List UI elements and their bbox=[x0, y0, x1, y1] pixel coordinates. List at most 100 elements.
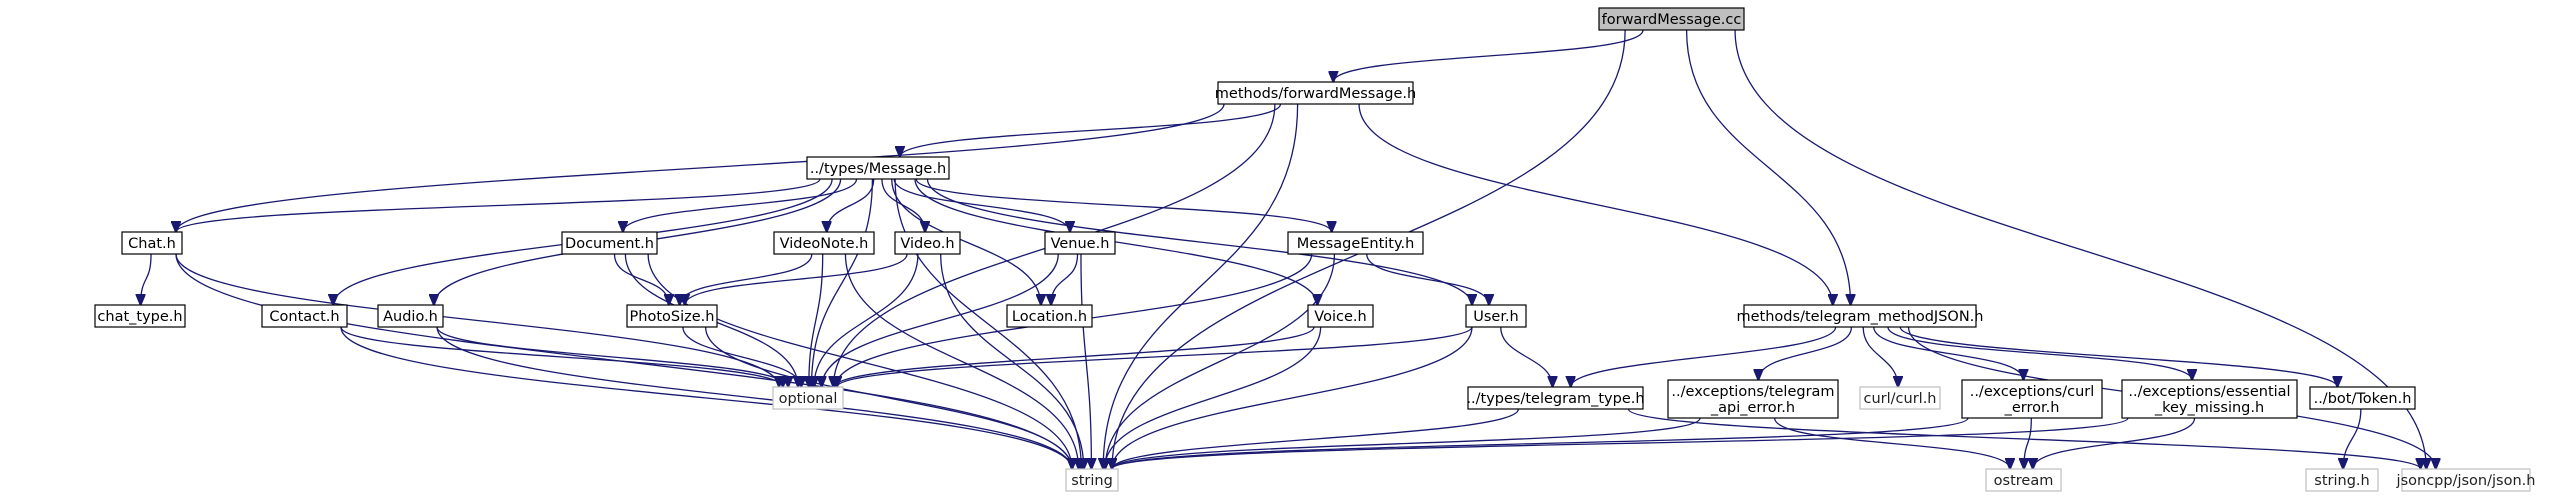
node-voice[interactable]: Voice.h bbox=[1307, 304, 1374, 328]
edge-root-to-methods_fwd bbox=[1333, 29, 1644, 82]
node-box bbox=[1006, 304, 1093, 328]
node-chat-type[interactable]: chat_type.h bbox=[94, 304, 186, 328]
node-root[interactable]: forwardMessage.cc bbox=[1598, 7, 1745, 31]
node-label: _key_missing.h bbox=[2154, 400, 2264, 416]
edge-contact-to-string bbox=[340, 326, 1072, 469]
node-exc-key[interactable]: ../exceptions/essential_key_missing.h bbox=[2121, 379, 2298, 419]
node-box bbox=[2401, 468, 2531, 492]
node-box bbox=[806, 156, 950, 180]
node-audio[interactable]: Audio.h bbox=[377, 304, 444, 328]
node-label: MessageEntity.h bbox=[1297, 236, 1415, 252]
edge-video-to-optional bbox=[814, 253, 919, 387]
node-label: ostream bbox=[1994, 473, 2054, 489]
node-box bbox=[773, 231, 875, 255]
node-box bbox=[626, 304, 718, 328]
node-video[interactable]: Video.h bbox=[894, 231, 961, 255]
node-label: curl/curl.h bbox=[1864, 391, 1937, 407]
node-location[interactable]: Location.h bbox=[1006, 304, 1093, 328]
edge-message-to-msgentity bbox=[915, 178, 1331, 232]
node-box bbox=[772, 386, 844, 410]
node-tm-json[interactable]: methods/telegram_methodJSON.h bbox=[1737, 304, 1984, 328]
node-chat[interactable]: Chat.h bbox=[121, 231, 183, 255]
node-tg-type[interactable]: ../types/telegram_type.h bbox=[1466, 386, 1645, 410]
node-token[interactable]: ../bot/Token.h bbox=[2309, 386, 2416, 410]
node-box bbox=[2309, 386, 2416, 410]
node-string: string bbox=[1065, 468, 1119, 492]
node-box bbox=[2305, 468, 2379, 492]
edge-document-to-string bbox=[647, 253, 1072, 469]
node-user[interactable]: User.h bbox=[1465, 304, 1527, 328]
edge-message-to-optional bbox=[812, 178, 874, 387]
edge-voice-to-optional bbox=[835, 326, 1315, 387]
edge-tm_json-to-exc_key bbox=[1887, 326, 2192, 380]
edge-chat-to-chat_type bbox=[141, 253, 152, 305]
edge-document-to-photosize bbox=[613, 253, 669, 305]
node-label: ../exceptions/curl bbox=[1970, 384, 2095, 400]
edge-message-to-chat bbox=[176, 178, 821, 232]
node-optional: optional bbox=[772, 386, 844, 410]
edge-contact-to-optional bbox=[340, 326, 783, 387]
node-box bbox=[121, 231, 183, 255]
edge-exc_curl-to-string bbox=[1112, 417, 1969, 469]
edge-message-to-location bbox=[891, 178, 1041, 305]
edge-methods_fwd-to-string bbox=[1103, 103, 1299, 469]
node-exc-api[interactable]: ../exceptions/telegram_api_error.h bbox=[1667, 379, 1839, 419]
node-box bbox=[1287, 231, 1424, 255]
edge-audio-to-optional bbox=[436, 326, 788, 387]
edge-methods_fwd-to-chat bbox=[176, 103, 1225, 232]
node-label: PhotoSize.h bbox=[630, 309, 715, 325]
node-label: Audio.h bbox=[383, 309, 438, 325]
node-label: User.h bbox=[1473, 309, 1519, 325]
edge-message-to-voice bbox=[914, 178, 1317, 305]
edge-message-to-videonote bbox=[827, 178, 875, 232]
node-exc-curl[interactable]: ../exceptions/curl_error.h bbox=[1961, 379, 2103, 419]
edge-tm_json-to-token bbox=[1899, 326, 2337, 387]
node-photosize[interactable]: PhotoSize.h bbox=[626, 304, 718, 328]
edge-chat-to-optional bbox=[175, 253, 779, 387]
node-label: methods/forwardMessage.h bbox=[1215, 86, 1416, 102]
node-label: ../types/telegram_type.h bbox=[1466, 391, 1644, 407]
node-label: methods/telegram_methodJSON.h bbox=[1737, 309, 1984, 325]
edge-message-to-document bbox=[623, 178, 858, 232]
edge-message-to-venue bbox=[893, 178, 1070, 232]
node-videonote[interactable]: VideoNote.h bbox=[773, 231, 875, 255]
node-label: string bbox=[1071, 473, 1113, 489]
edge-tm_json-to-tg_type bbox=[1571, 326, 1837, 387]
node-contact[interactable]: Contact.h bbox=[261, 304, 348, 328]
node-label: Video.h bbox=[900, 236, 954, 252]
node-box bbox=[1743, 304, 1977, 328]
edge-exc_api-to-ostream bbox=[1773, 417, 2010, 469]
node-label: chat_type.h bbox=[97, 309, 182, 325]
node-document[interactable]: Document.h bbox=[561, 231, 658, 255]
edge-token-to-string_h bbox=[2343, 408, 2362, 469]
node-jsoncpp: jsoncpp/json/json.h bbox=[2396, 468, 2536, 492]
node-message[interactable]: ../types/Message.h bbox=[806, 156, 950, 180]
node-methods-fwd[interactable]: methods/forwardMessage.h bbox=[1215, 81, 1416, 105]
node-box bbox=[1217, 81, 1414, 105]
node-label: ../exceptions/essential bbox=[2128, 384, 2290, 400]
node-box bbox=[1044, 231, 1116, 255]
edge-message-to-video bbox=[881, 178, 925, 232]
edge-venue-to-location bbox=[1051, 253, 1079, 305]
node-label: _error.h bbox=[2004, 400, 2060, 416]
node-msgentity[interactable]: MessageEntity.h bbox=[1287, 231, 1424, 255]
node-venue[interactable]: Venue.h bbox=[1044, 231, 1116, 255]
node-label: Location.h bbox=[1012, 309, 1087, 325]
node-box bbox=[1307, 304, 1374, 328]
edge-voice-to-string bbox=[1104, 326, 1322, 469]
edge-tm_json-to-curl bbox=[1862, 326, 1898, 387]
node-label: Voice.h bbox=[1314, 309, 1366, 325]
edges bbox=[141, 29, 2436, 469]
node-label: Chat.h bbox=[128, 236, 176, 252]
node-box bbox=[1465, 304, 1527, 328]
node-box bbox=[1961, 379, 2103, 419]
edge-venue-to-optional bbox=[822, 253, 1059, 387]
node-box bbox=[1985, 468, 2062, 492]
node-label: jsoncpp/json/json.h bbox=[2396, 473, 2536, 489]
edge-tg_type-to-string bbox=[1112, 408, 1520, 469]
edge-tm_json-to-exc_api bbox=[1758, 326, 1853, 380]
node-string-h: string.h bbox=[2305, 468, 2379, 492]
node-label: ../types/Message.h bbox=[810, 161, 946, 177]
edge-exc_key-to-string bbox=[1112, 417, 2129, 469]
